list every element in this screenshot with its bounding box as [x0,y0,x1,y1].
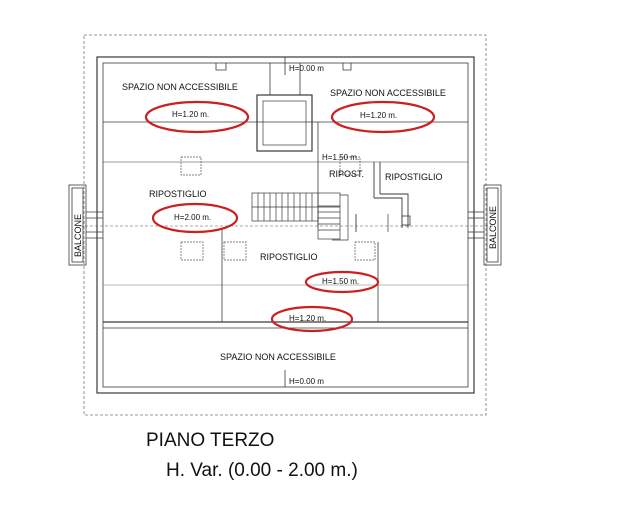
highlight-ellipse [144,100,250,134]
shaft-inner [262,100,307,146]
wall-notch [342,63,352,71]
balcony-left-label: BALCONE [73,214,83,257]
room-label-ripostiglio-left: RIPOSTIGLIO [149,189,207,199]
highlight-ellipse [304,270,380,294]
room-label-spazio-tr: SPAZIO NON ACCESSIBILE [330,88,446,98]
floor-title: PIANO TERZO [146,430,275,451]
vent [180,241,204,261]
inner-wall [102,62,469,388]
outer-wall [96,56,475,394]
vent [354,241,376,261]
wall-notch [215,63,227,71]
height-tl: H=1.20 m. [172,110,209,119]
highlight-ellipse [330,100,436,134]
vent [339,156,361,176]
height-tr: H=1.20 m. [360,111,397,120]
height-left: H=2.00 m. [174,213,211,222]
highlight-ellipse [270,305,354,333]
vent [223,241,247,261]
height-mid-right: H=1.50 m. [322,153,359,162]
highlight-ellipses [144,100,436,333]
balcony-right [468,184,502,266]
highlight-ellipse [151,202,239,234]
wall [380,193,409,228]
staircase [251,192,349,241]
room-label-ripostiglio-right: RIPOSTIGLIO [385,172,443,182]
floor-height-range: H. Var. (0.00 - 2.00 m.) [166,460,358,481]
vent [180,156,202,176]
room-label-spazio-tl: SPAZIO NON ACCESSIBILE [122,82,238,92]
outer-boundary [83,34,487,416]
shaft [256,94,313,152]
room-label-spazio-bottom: SPAZIO NON ACCESSIBILE [220,352,336,362]
room-label-ripostiglio-center: RIPOSTIGLIO [260,252,318,262]
floor-plan: BALCONE BALCONE SPAZIO NON ACCESSIBILE S… [68,34,502,416]
balcony-right-label: BALCONE [488,206,498,249]
height-center-low: H=1.20 m. [289,314,326,323]
wall-post [401,215,411,226]
height-top-center: H=0.00 m [289,64,324,73]
height-bottom: H=0.00 m [289,377,324,386]
room-label-ripost-small: RIPOST. [329,169,364,179]
balcony-left [68,184,103,266]
height-center-mid: H=1.50 m. [322,277,359,286]
